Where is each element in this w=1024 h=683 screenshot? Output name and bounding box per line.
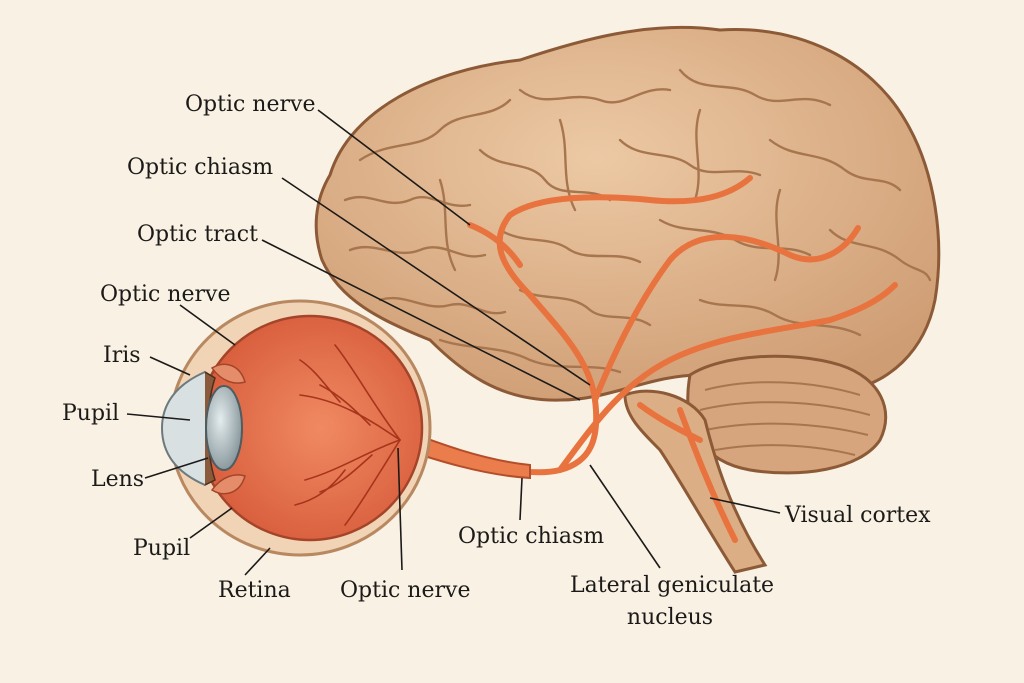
lens-shape bbox=[205, 385, 243, 471]
label-iris: Iris bbox=[103, 343, 141, 368]
label-lgn-line2: nucleus bbox=[626, 605, 714, 630]
leader-lines bbox=[126, 109, 781, 576]
cerebrum bbox=[314, 25, 941, 402]
label-pupil-lower: Pupil bbox=[133, 536, 191, 561]
label-optic-tract: Optic tract bbox=[137, 222, 258, 247]
retinal-vessels bbox=[294, 344, 401, 526]
cerebellum-folia bbox=[699, 381, 871, 456]
label-lgn-line1: Lateral geniculate bbox=[570, 573, 775, 598]
label-lgn: Lateral geniculate nucleus bbox=[570, 573, 775, 631]
label-optic-chiasm-top: Optic chiasm bbox=[127, 155, 274, 180]
label-visual-cortex: Visual cortex bbox=[785, 503, 931, 528]
label-optic-nerve-eye: Optic nerve bbox=[100, 282, 231, 307]
label-pupil-upper: Pupil bbox=[62, 401, 120, 426]
label-optic-nerve-top: Optic nerve bbox=[185, 92, 316, 117]
label-optic-nerve-bottom: Optic nerve bbox=[340, 578, 471, 603]
ciliary-body bbox=[210, 363, 246, 495]
visual-pathway bbox=[397, 175, 898, 543]
label-lens: Lens bbox=[91, 467, 145, 492]
cerebellum bbox=[686, 354, 888, 475]
label-optic-chiasm-bottom: Optic chiasm bbox=[458, 524, 605, 549]
cornea bbox=[160, 371, 206, 486]
label-retina: Retina bbox=[218, 578, 291, 603]
